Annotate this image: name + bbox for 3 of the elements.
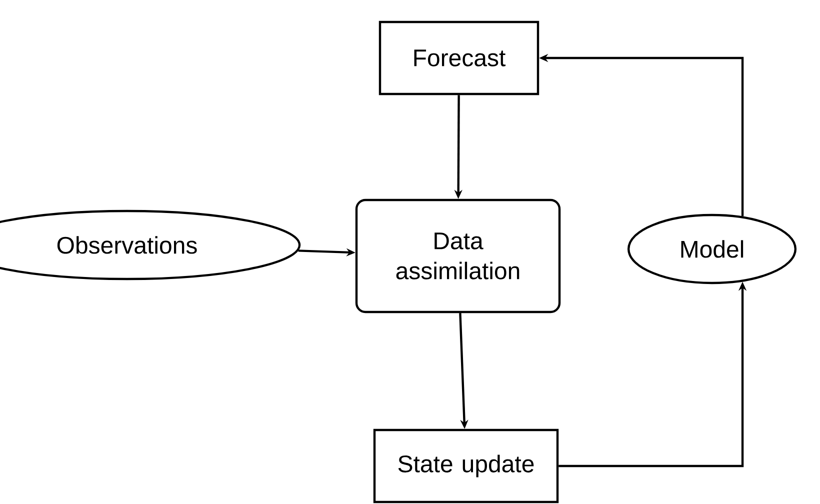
process-box: Forecast	[378, 20, 540, 96]
process-box: State update	[373, 428, 559, 504]
process-box: Data assimilation	[355, 198, 561, 314]
